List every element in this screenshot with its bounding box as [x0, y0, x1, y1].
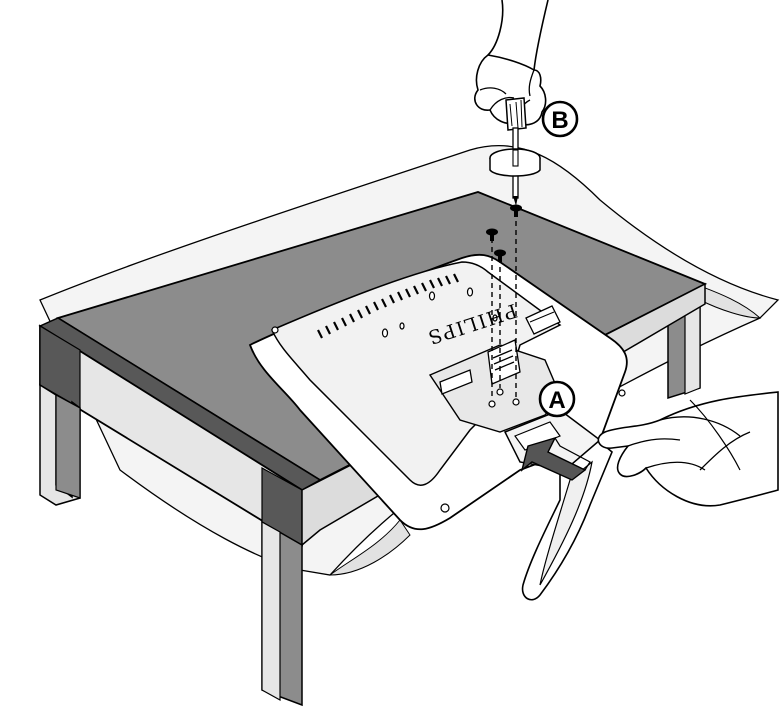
- callout-b: B: [543, 102, 577, 136]
- hand-right-palm: [598, 392, 778, 506]
- screwdriver-shaft-through: [513, 150, 518, 166]
- table-leg-front-left-dark: [56, 395, 80, 498]
- callout-a: A: [540, 382, 574, 416]
- hand-pushing-icon: [598, 392, 778, 506]
- callout-b-label: B: [551, 107, 568, 134]
- stand-base: [505, 410, 612, 600]
- callout-a-label: A: [548, 387, 565, 414]
- table-leg-front-right-side: [262, 522, 280, 700]
